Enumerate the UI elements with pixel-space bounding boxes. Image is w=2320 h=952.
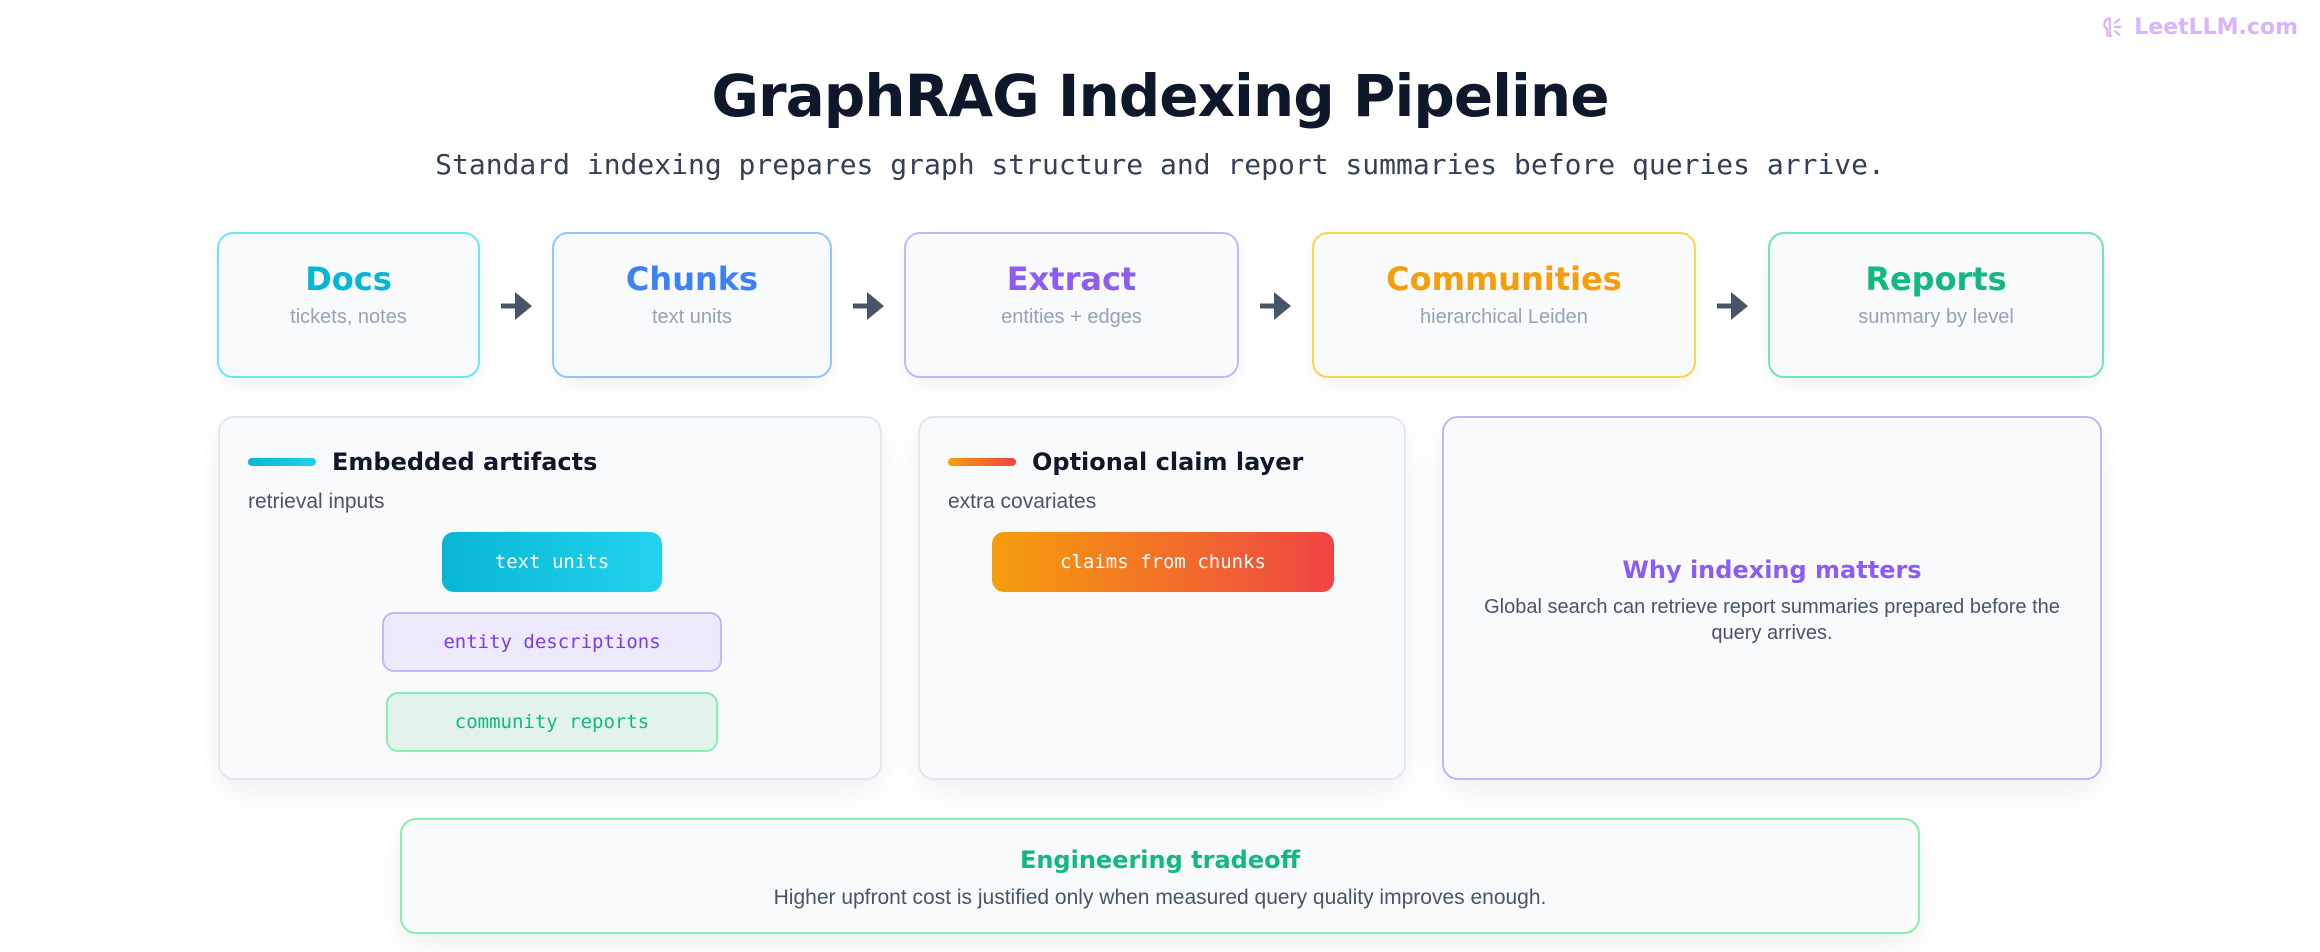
chip-entity-descriptions: entity descriptions [382, 612, 722, 672]
stage-subtitle: text units [651, 306, 733, 328]
card-title: Optional claim layer [1032, 448, 1304, 476]
why-body: Global search can retrieve report summar… [1484, 596, 2060, 644]
stage-extract: Extract entities + edges [904, 232, 1239, 378]
card-subtitle: extra covariates [948, 490, 1097, 513]
claim-layer-card: Optional claim layer extra covariates cl… [918, 416, 1406, 780]
stage-docs: Docs tickets, notes [217, 232, 480, 378]
arrow-right-icon [853, 292, 884, 320]
card-subtitle: retrieval inputs [248, 490, 385, 513]
stage-subtitle: entities + edges [1001, 306, 1142, 328]
stage-subtitle: hierarchical Leiden [1420, 306, 1588, 328]
stage-chunks: Chunks text units [552, 232, 832, 378]
stage-title: Docs [305, 260, 392, 298]
stage-subtitle: tickets, notes [290, 306, 407, 328]
stage-title: Chunks [625, 260, 759, 298]
chip-text-units: text units [442, 532, 662, 592]
tradeoff-title: Engineering tradeoff [1019, 846, 1301, 874]
accent-bar [248, 458, 316, 466]
tradeoff-card: Engineering tradeoff Higher upfront cost… [400, 818, 1920, 934]
embedded-artifacts-card: Embedded artifacts retrieval inputs text… [218, 416, 882, 780]
stage-subtitle: summary by level [1858, 306, 2014, 328]
why-title: Why indexing matters [1622, 556, 1922, 584]
card-title: Embedded artifacts [332, 448, 598, 476]
card-header: Embedded artifacts [248, 448, 597, 476]
arrow-right-icon [501, 292, 532, 320]
tradeoff-body: Higher upfront cost is justified only wh… [773, 886, 1547, 909]
stage-title: Extract [1006, 260, 1137, 298]
why-indexing-card: Why indexing matters Global search can r… [1442, 416, 2102, 780]
stage-reports: Reports summary by level [1768, 232, 2104, 378]
page-subtitle: Standard indexing prepares graph structu… [435, 148, 1885, 181]
chip-community-reports: community reports [386, 692, 718, 752]
page-title: GraphRAG Indexing Pipeline [711, 62, 1609, 130]
card-header: Optional claim layer [948, 448, 1303, 476]
stage-title: Reports [1865, 260, 2007, 298]
brand-logo: LeetLLM.com [2100, 14, 2298, 40]
brand-icon [2103, 17, 2122, 37]
brand-text: LeetLLM.com [2134, 14, 2298, 40]
stage-title: Communities [1386, 260, 1622, 298]
accent-bar [948, 458, 1016, 466]
stage-communities: Communities hierarchical Leiden [1312, 232, 1696, 378]
chip-claims-from-chunks: claims from chunks [992, 532, 1334, 592]
arrow-right-icon [1260, 292, 1291, 320]
arrow-right-icon [1717, 292, 1748, 320]
